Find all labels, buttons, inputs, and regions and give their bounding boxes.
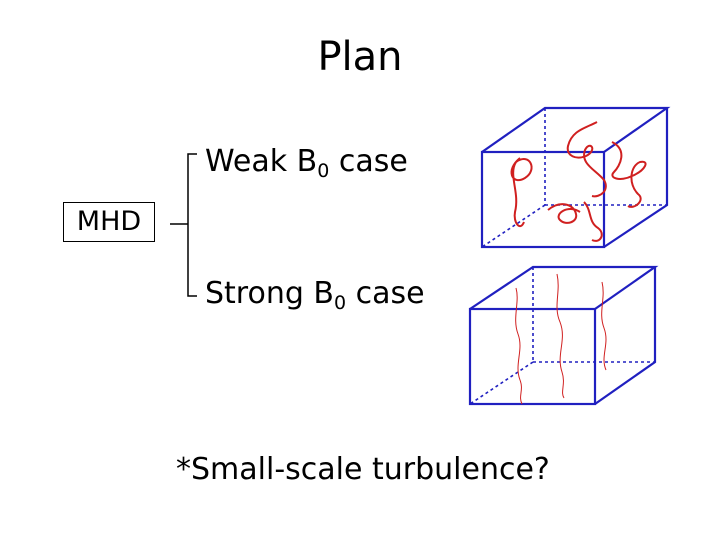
bracket: [170, 153, 197, 297]
bracket-line: [187, 153, 197, 297]
cube-top-face: [469, 265, 659, 310]
footnote: *Small-scale turbulence?: [176, 452, 550, 487]
tangled-field-line: [510, 157, 533, 228]
cube-right-face: [594, 267, 657, 405]
slide-title: Plan: [317, 34, 403, 80]
cube-front-face: [480, 150, 606, 249]
tangled-field-line: [547, 203, 581, 224]
aligned-field-line: [556, 273, 565, 399]
mhd-label: MHD: [76, 206, 142, 237]
tangled-field-line: [611, 141, 647, 208]
strong-field-cube: [468, 265, 659, 406]
mhd-box: MHD: [63, 202, 155, 242]
weak-case-label: Weak B0 case: [205, 144, 408, 182]
strong-case-label: Strong B0 case: [205, 276, 425, 314]
cube-front-face: [468, 307, 597, 406]
cube-top-face: [481, 106, 671, 153]
aligned-field-line: [515, 287, 523, 405]
tangled-field-line: [583, 201, 603, 242]
cube-hidden-edge: [469, 361, 534, 405]
aligned-field-line: [601, 281, 607, 371]
cube-right-face: [603, 108, 669, 248]
weak-field-cube: [480, 106, 671, 249]
cube-hidden-edge: [481, 204, 546, 248]
tangled-field-line: [566, 121, 607, 198]
